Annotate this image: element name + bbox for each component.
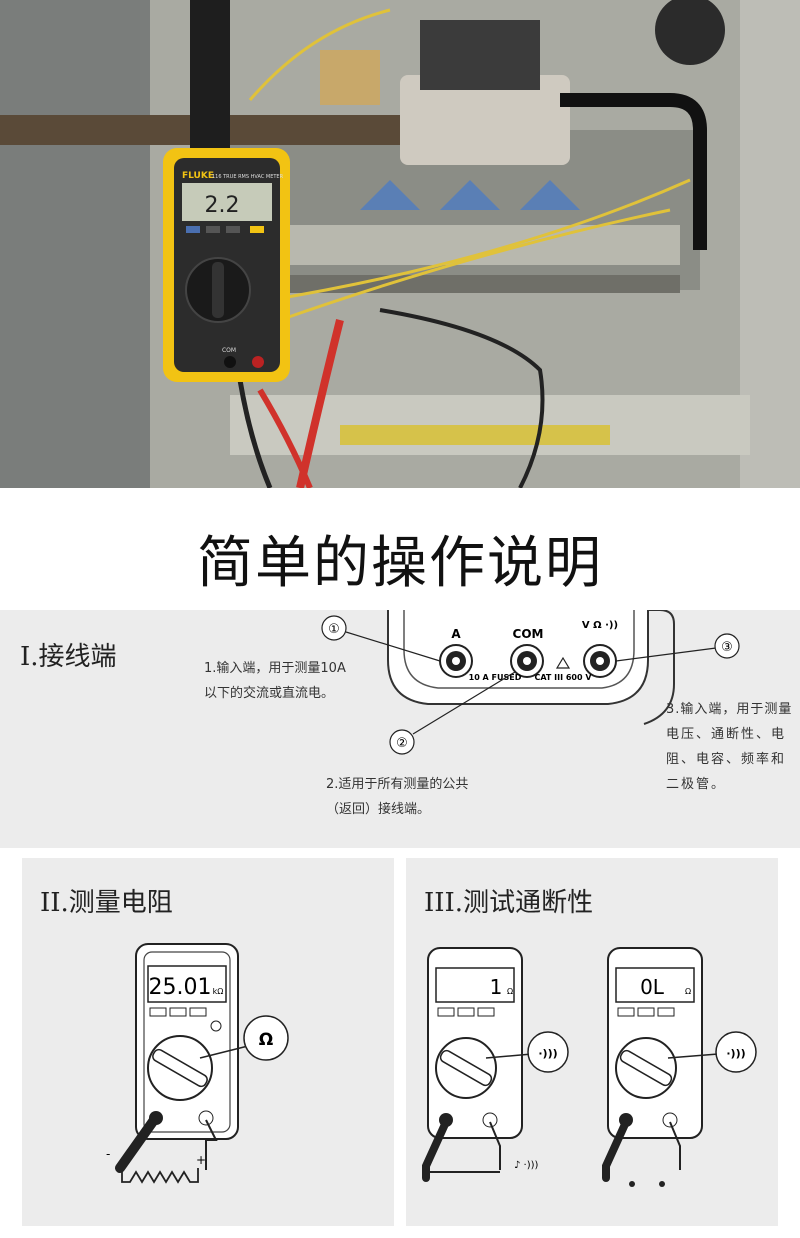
callout-3: ③ bbox=[714, 633, 740, 659]
callout-1-number: ① bbox=[328, 622, 340, 637]
section-resistance: II.测量电阻 25.01 kΩ Ω - + bbox=[22, 858, 394, 1226]
continuity-dial-symbol-2: ·))) bbox=[726, 1047, 745, 1060]
svg-text:-: - bbox=[106, 1147, 110, 1161]
note-3-line-3: 阻、电容、频率和 bbox=[666, 752, 787, 767]
terminal-v-label: V Ω ·)) bbox=[582, 620, 618, 631]
continuity-diagram: 1 Ω ·))) ♪ ·))) 0L Ω bbox=[422, 947, 757, 1187]
callout-2: ② bbox=[389, 729, 415, 755]
callout-3-number: ③ bbox=[721, 640, 733, 655]
continuity-unit-2: Ω bbox=[685, 987, 691, 996]
section-terminals-heading: I.接线端 bbox=[20, 642, 117, 672]
warning-icon bbox=[555, 656, 571, 669]
continuity-dial-callout-2: ·))) bbox=[715, 1031, 757, 1073]
section-continuity: III.测试通断性 1 Ω ·))) ♪ ·))) 0L bbox=[406, 858, 778, 1226]
continuity-dial-symbol-1: ·))) bbox=[538, 1047, 557, 1060]
resistance-display: 25.01 bbox=[149, 975, 212, 1000]
multimeter-illustration: 25.01 kΩ bbox=[135, 943, 239, 1140]
fused-label: 10 A FUSED bbox=[469, 673, 522, 682]
ohm-dial-symbol: Ω bbox=[259, 1030, 273, 1050]
note-2-line-1: 2.适用于所有测量的公共 bbox=[326, 777, 469, 792]
section-resistance-heading: II.测量电阻 bbox=[40, 888, 173, 918]
multimeter-illustration-2: 0L Ω bbox=[607, 947, 703, 1139]
terminals-diagram: A COM V Ω ·)) 10 A FUSED CAT III 600 V ① bbox=[321, 610, 740, 755]
meter-com-label: COM bbox=[222, 347, 236, 354]
note-3-line-4: 二极管。 bbox=[666, 777, 727, 792]
section-continuity-heading: III.测试通断性 bbox=[424, 888, 594, 918]
page-title: 简单的操作说明 bbox=[197, 531, 603, 596]
terminal-v-socket bbox=[583, 644, 617, 678]
note-1-line-2: 以下的交流或直流电。 bbox=[204, 686, 335, 701]
meter-brand: FLUKE bbox=[182, 171, 214, 181]
terminal-com-socket bbox=[510, 644, 544, 678]
meter-model: 116 TRUE RMS HVAC METER bbox=[212, 174, 284, 180]
callout-2-number: ② bbox=[396, 736, 408, 751]
hvac-meter-photo: FLUKE 116 TRUE RMS HVAC METER 2.2 COM bbox=[0, 0, 800, 488]
photo-illustration: FLUKE 116 TRUE RMS HVAC METER 2.2 COM bbox=[0, 0, 800, 488]
note-3-line-1: 3.输入端，用于测量 bbox=[666, 702, 793, 717]
resistance-unit: kΩ bbox=[213, 987, 224, 996]
cat-label: CAT III 600 V bbox=[534, 673, 592, 682]
multimeter-illustration-1: 1 Ω bbox=[427, 947, 523, 1139]
callout-1: ① bbox=[321, 615, 347, 641]
beep-icon: ♪ ·))) bbox=[514, 1160, 539, 1171]
note-2-line-2: （返回）接线端。 bbox=[326, 802, 431, 817]
continuity-dial-callout-1: ·))) bbox=[527, 1031, 569, 1073]
continuity-display-2: 0L bbox=[640, 975, 665, 999]
ohm-dial-callout: Ω bbox=[243, 1015, 289, 1061]
svg-text:+: + bbox=[196, 1153, 206, 1167]
note-3-line-2: 电压、通断性、电 bbox=[666, 727, 787, 742]
continuity-unit-1: Ω bbox=[507, 987, 513, 996]
section-terminals: I.接线端 A COM V Ω ·)) 10 A FUSED CAT III 6… bbox=[0, 610, 800, 848]
terminal-a-label: A bbox=[451, 627, 461, 641]
terminal-a-socket bbox=[439, 644, 473, 678]
terminal-com-label: COM bbox=[513, 627, 544, 641]
meter-display-value: 2.2 bbox=[205, 193, 240, 218]
continuity-display-1: 1 bbox=[490, 975, 503, 999]
note-1-line-1: 1.输入端，用于测量10A bbox=[204, 661, 346, 676]
resistance-diagram: 25.01 kΩ Ω - + bbox=[106, 943, 289, 1184]
